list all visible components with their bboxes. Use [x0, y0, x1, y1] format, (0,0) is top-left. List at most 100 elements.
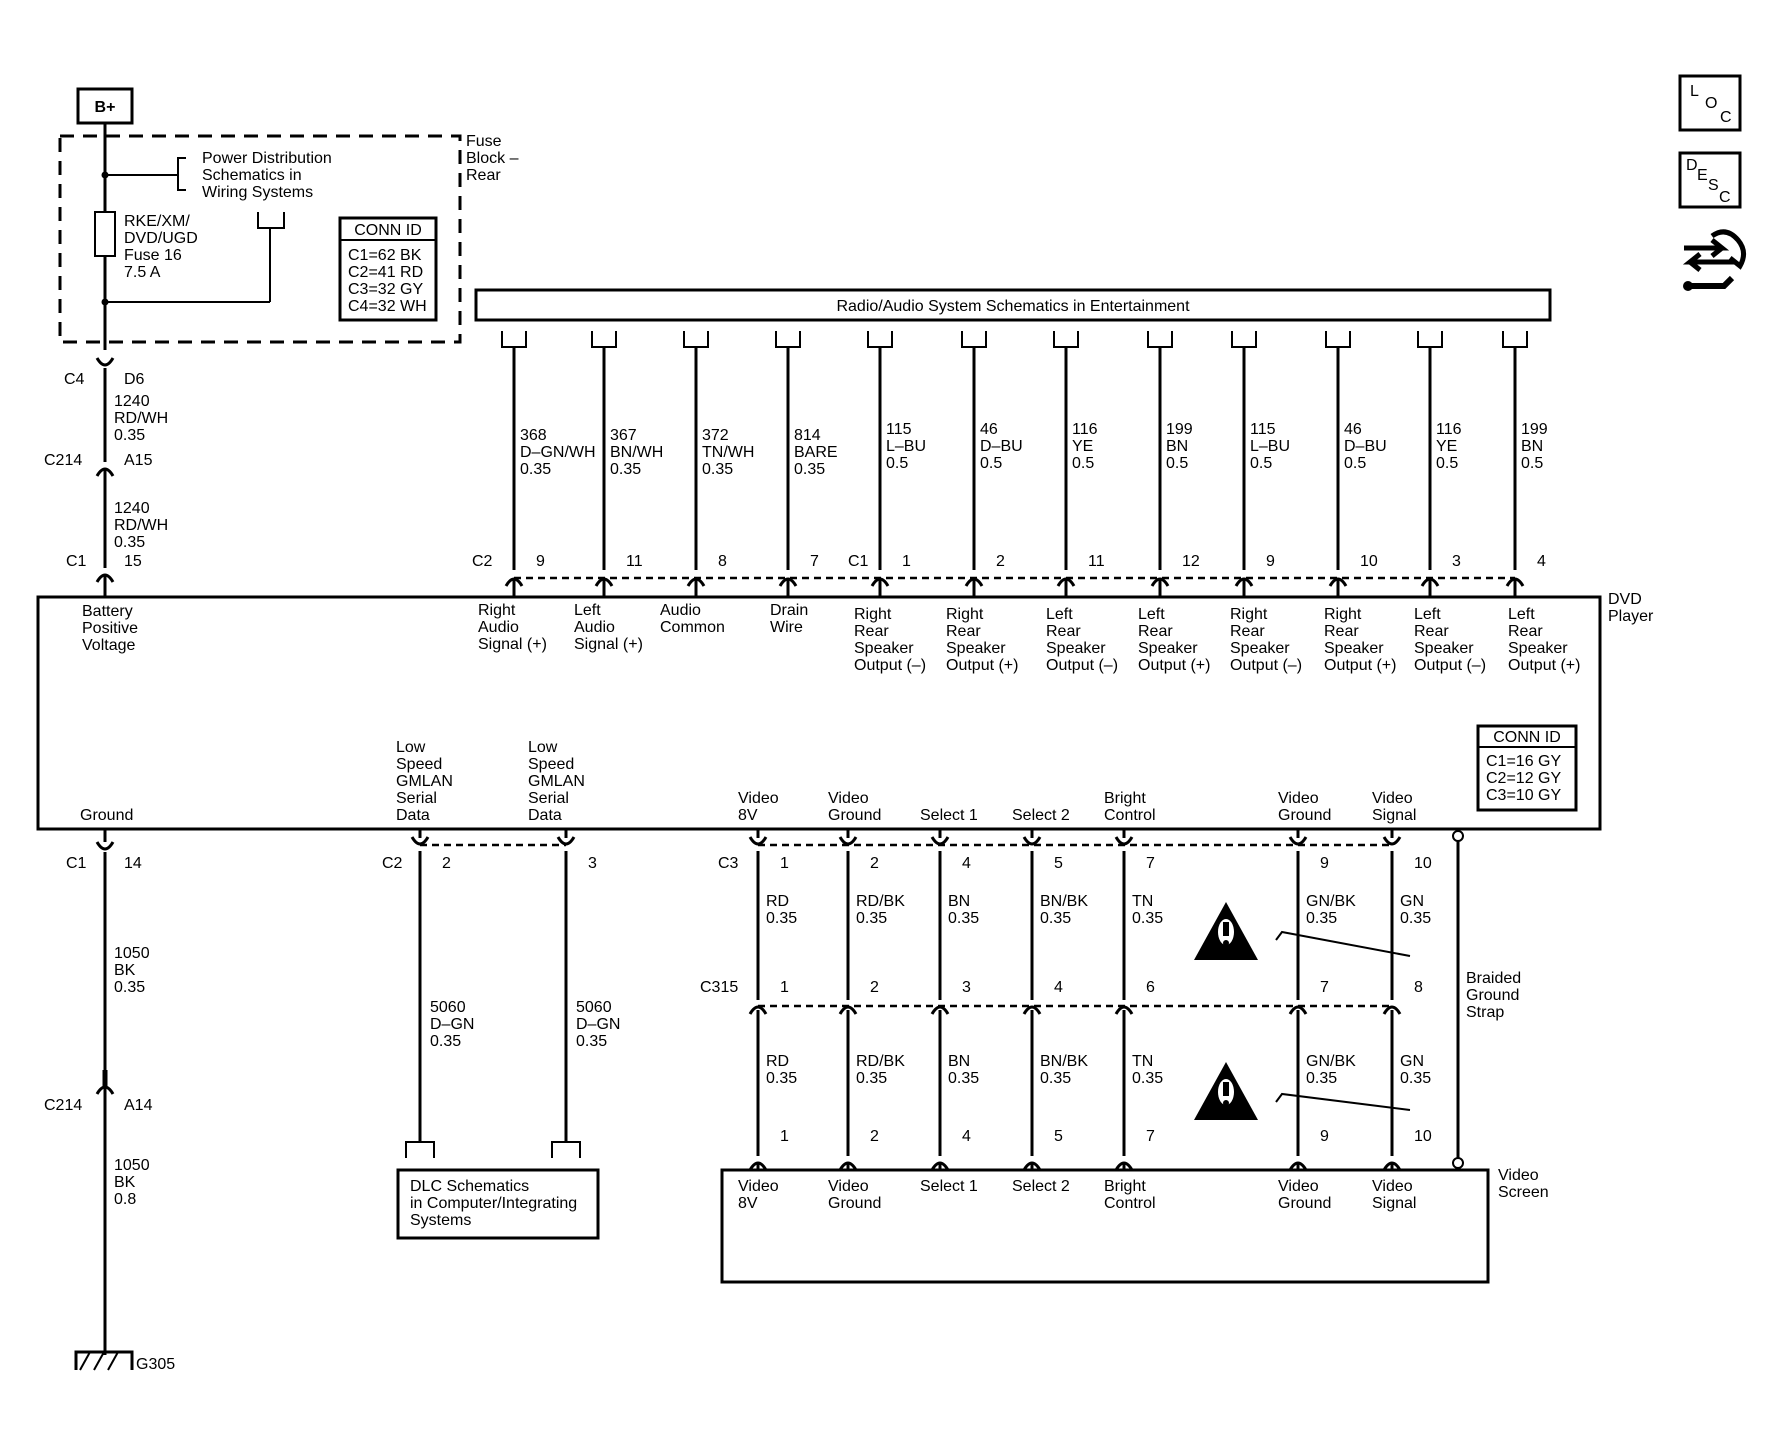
- radio-fn-label: Common: [660, 619, 725, 636]
- radio-fn-label: Output (+): [1138, 657, 1210, 674]
- radio-wire-label: 0.5: [1250, 455, 1272, 472]
- fuse-block-label-2: Block –: [466, 150, 519, 167]
- conn-id-fuse-c3: C3=32 GY: [348, 281, 423, 298]
- radio-wire-label: D–GN/WH: [520, 444, 596, 461]
- caution-icon: [1194, 902, 1258, 960]
- video-c315-label: C315: [700, 979, 738, 996]
- radio-fn-label: Left: [1508, 606, 1535, 623]
- radio-wire-label: 46: [980, 421, 998, 438]
- radio-wire-label: BN/WH: [610, 444, 663, 461]
- radio-fn-label: Rear: [1046, 623, 1081, 640]
- dvd-player-name-2: Player: [1608, 608, 1654, 625]
- dlc-schematic-ref: [396, 1168, 600, 1240]
- dlc-ref-2: in Computer/Integrating: [410, 1195, 577, 1212]
- braided-strap-terminal: [1452, 1157, 1464, 1169]
- video-c315-pin: 2: [870, 979, 879, 996]
- radio-wire-label: 0.5: [1344, 455, 1366, 472]
- wrench-arrows-icon[interactable]: [1682, 229, 1746, 291]
- desc-icon[interactable]: D E S C: [1678, 151, 1742, 209]
- video-screen-pin: 5: [1054, 1128, 1063, 1145]
- loc-icon[interactable]: L O C: [1678, 74, 1742, 132]
- radio-fn-label: Rear: [1324, 623, 1359, 640]
- video-wire-label-lower: RD: [766, 1053, 789, 1070]
- video-wire-label-upper: 0.35: [1400, 910, 1431, 927]
- dvd-battery-fn-3: Voltage: [82, 637, 135, 654]
- radio-wire-label: L–BU: [1250, 438, 1290, 455]
- radio-wire-label: 115: [1250, 421, 1276, 438]
- gmlan-fn-label-2: Data: [528, 807, 562, 824]
- dvd-player-box: [36, 595, 1602, 831]
- radio-pin-label: 8: [718, 553, 727, 570]
- radio-fn-label: Output (–): [1230, 657, 1302, 674]
- radio-wire-label: 116: [1436, 421, 1462, 438]
- video-c3-pin: 7: [1146, 855, 1155, 872]
- radio-fn-label: Rear: [854, 623, 889, 640]
- video-wire-label-upper: GN/BK: [1306, 893, 1356, 910]
- radio-pin-label: 11: [1088, 553, 1105, 570]
- radio-fn-label: Speaker: [1138, 640, 1198, 657]
- screen-fn-label: Video: [1372, 1178, 1413, 1195]
- radio-pin-label: 1: [902, 553, 911, 570]
- dvd-battery-fn-1: Battery: [82, 603, 133, 620]
- radio-fn-label: Speaker: [1508, 640, 1568, 657]
- svg-text:S: S: [1708, 177, 1719, 194]
- bat-c214-label: C214: [44, 452, 82, 469]
- radio-fn-label: Audio: [660, 602, 701, 619]
- radio-fn-label: Signal (+): [478, 636, 547, 653]
- radio-wire-label: 115: [886, 421, 912, 438]
- video-c315-pin: 6: [1146, 979, 1155, 996]
- video-screen-pin: 9: [1320, 1128, 1329, 1145]
- radio-fn-label: Wire: [770, 619, 803, 636]
- gmlan-fn-label-2: Serial: [528, 790, 569, 807]
- video-wire-label-upper: TN: [1132, 893, 1153, 910]
- radio-fn-label: Rear: [946, 623, 981, 640]
- dvd-ground-fn: Ground: [80, 807, 133, 824]
- radio-wire-label: YE: [1436, 438, 1457, 455]
- gnd-wire1-gauge: 0.35: [114, 979, 145, 996]
- radio-wire-label: TN/WH: [702, 444, 754, 461]
- video-wire-label-lower: BN: [948, 1053, 970, 1070]
- video-screen-name-2: Screen: [1498, 1184, 1549, 1201]
- radio-fn-label: Output (–): [854, 657, 926, 674]
- radio-fn-label: Audio: [478, 619, 519, 636]
- screen-fn-label: Select 1: [920, 1178, 978, 1195]
- video-wire-label-lower: 0.35: [1400, 1070, 1431, 1087]
- screen-fn-label: Ground: [1278, 1195, 1331, 1212]
- video-wire-2: VideoGround222RD/BKRD/BK0.350.35VideoGro…: [828, 790, 905, 1212]
- video-wire-label-upper: RD: [766, 893, 789, 910]
- gmlan-wire-label: D–GN: [430, 1016, 474, 1033]
- video-wire-label-lower: 0.35: [1040, 1070, 1071, 1087]
- fuse-16: [94, 211, 116, 257]
- video-wire-label-lower: BN/BK: [1040, 1053, 1088, 1070]
- svg-text:O: O: [1705, 95, 1717, 112]
- radio-c2-label: C2: [472, 553, 493, 570]
- video-wire-label-upper: 0.35: [1132, 910, 1163, 927]
- conn-id-fuse-c4: C4=32 WH: [348, 298, 427, 315]
- radio-wire-label: 0.5: [886, 455, 908, 472]
- radio-pin-label: 4: [1537, 553, 1546, 570]
- fuse-label-4: 7.5 A: [124, 264, 161, 281]
- video-wire-label-lower: RD/BK: [856, 1053, 905, 1070]
- radio-wire-label: BN: [1521, 438, 1543, 455]
- video-fn-label: Video: [828, 790, 869, 807]
- fuse-block-label-1: Fuse: [466, 133, 502, 150]
- video-wire-5: BrightControl767TNTN0.350.35BrightContro…: [1104, 790, 1163, 1212]
- caution-icon: [1194, 1062, 1258, 1120]
- radio-fn-label: Right: [946, 606, 984, 623]
- gnd-wire2-gauge: 0.8: [114, 1191, 136, 1208]
- gmlan-pin-label: 3: [588, 855, 597, 872]
- radio-pin-label: 11: [626, 553, 643, 570]
- gmlan-wire-label: 5060: [430, 999, 466, 1016]
- video-wire-label-upper: GN: [1400, 893, 1424, 910]
- video-screen-name-1: Video: [1498, 1167, 1539, 1184]
- video-screen-pin: 10: [1414, 1128, 1432, 1145]
- radio-fn-label: Drain: [770, 602, 808, 619]
- gmlan-fn-label-2: Speed: [528, 756, 574, 773]
